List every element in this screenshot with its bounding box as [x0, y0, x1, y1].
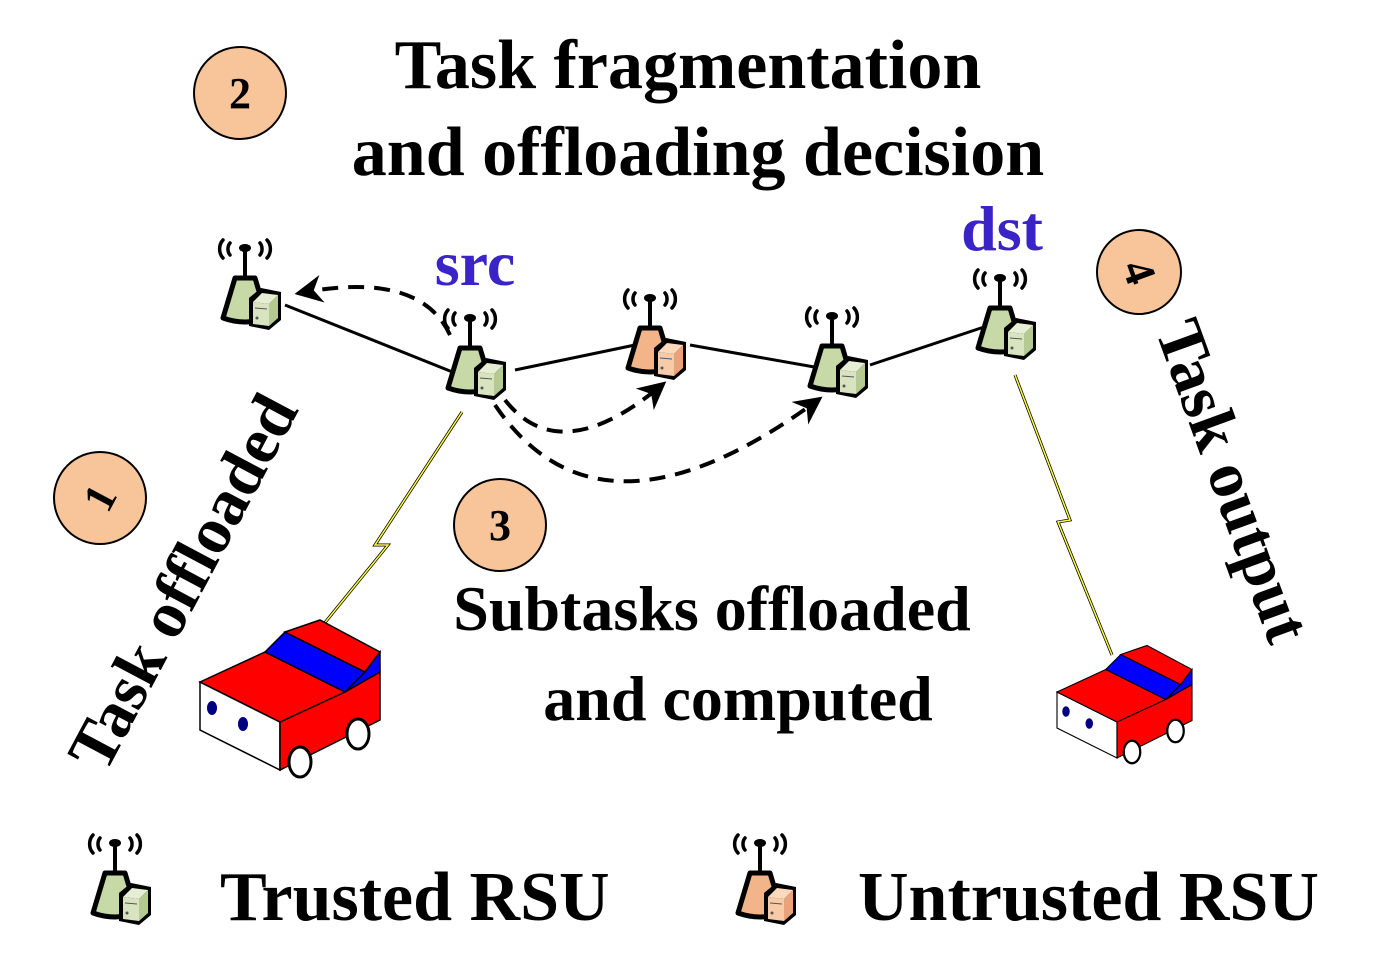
legend-untrusted-label: Untrusted RSU — [858, 859, 1319, 936]
destination-vehicle — [1055, 644, 1194, 765]
wireless-link-dst — [1013, 374, 1114, 656]
link-right-dst — [869, 323, 991, 367]
src-label: src — [435, 228, 516, 299]
link-middle-right — [689, 343, 821, 370]
arrow-src-to-right — [493, 396, 823, 484]
step-4-label: Task output — [1141, 310, 1325, 652]
wireless-link-src — [286, 411, 464, 669]
step-2-badge: 2 — [193, 46, 287, 140]
link-src-middle — [514, 343, 636, 372]
title-line-2: and offloading decision — [352, 114, 1044, 191]
rsu-middle-untrusted — [625, 290, 686, 380]
rsu-left-trusted — [220, 240, 281, 330]
step-1-badge: 1 — [53, 451, 147, 545]
title-line-1: Task fragmentation — [395, 27, 982, 104]
rsu-right-trusted — [807, 308, 868, 398]
dst-label: dst — [961, 193, 1044, 264]
step-3-badge: 3 — [453, 478, 547, 572]
legend-trusted-label: Trusted RSU — [220, 859, 610, 936]
offload-arrows — [294, 275, 823, 484]
legend-untrusted-rsu-icon — [735, 835, 796, 925]
step-3-number: 3 — [489, 501, 511, 550]
source-vehicle — [198, 618, 382, 779]
link-left-src — [284, 303, 461, 377]
rsu-dst-trusted — [975, 270, 1036, 360]
rsu-src-trusted — [445, 310, 506, 400]
legend-trusted-rsu-icon — [90, 835, 151, 925]
step-3-label-line-1: Subtasks offloaded — [453, 573, 971, 644]
legend: Trusted RSU Untrusted RSU — [90, 835, 1319, 936]
step-4-badge: 4 — [1096, 229, 1182, 315]
arrow-src-to-middle — [503, 381, 667, 434]
wired-links — [284, 303, 991, 377]
step-3-label-line-2: and computed — [543, 663, 932, 734]
step-2-number: 2 — [229, 69, 251, 118]
arrow-src-to-left — [294, 275, 452, 336]
